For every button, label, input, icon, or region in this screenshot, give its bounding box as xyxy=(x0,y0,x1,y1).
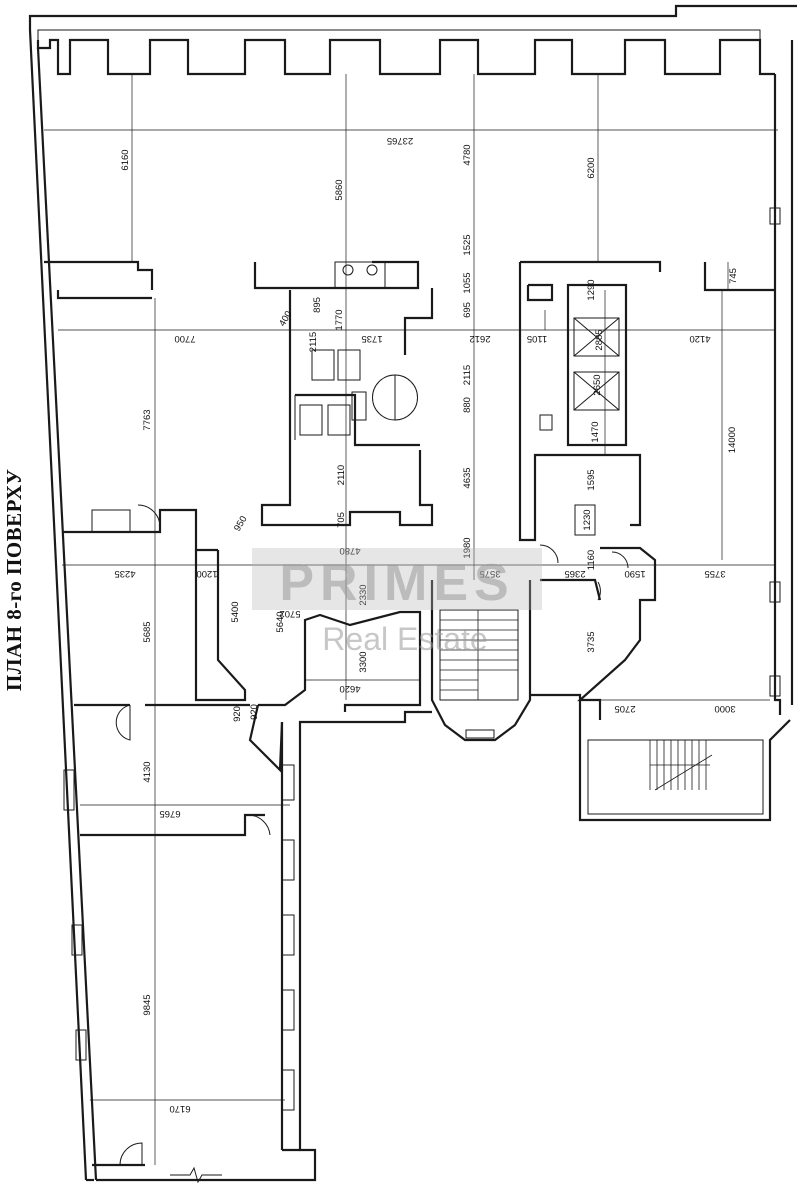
dim-1770: 1770 xyxy=(334,309,345,330)
dimension-lines xyxy=(44,74,778,1165)
dim-1525: 1525 xyxy=(462,234,473,255)
dim-2365: 2365 xyxy=(564,568,585,579)
dim-4120: 4120 xyxy=(689,333,710,344)
dim-6170: 6170 xyxy=(169,1103,190,1114)
dim-1470: 1470 xyxy=(590,421,601,442)
dim-1230: 1230 xyxy=(582,509,593,530)
dim-2330: 2330 xyxy=(358,584,369,605)
dim-3000: 3000 xyxy=(714,703,735,714)
dim-1735: 1735 xyxy=(361,333,382,344)
dim-920b: 920 xyxy=(249,704,260,720)
dim-400: 400 xyxy=(277,309,294,328)
dim-9845: 9845 xyxy=(142,994,153,1015)
dim-4620: 4620 xyxy=(339,683,360,694)
dim-14000: 14000 xyxy=(727,427,738,453)
dim-4780b: 4780 xyxy=(339,545,360,556)
watermark: PRIMES Real Estate xyxy=(252,548,542,657)
dim-3755: 3755 xyxy=(704,568,725,579)
right-stair-treads xyxy=(649,740,713,791)
interior-walls xyxy=(44,260,791,1166)
dim-880: 880 xyxy=(462,397,473,413)
dim-5702: 5702 xyxy=(279,608,300,619)
dim-705: 705 xyxy=(336,512,347,528)
dim-5400: 5400 xyxy=(230,601,241,622)
dim-1200: 1200 xyxy=(196,568,217,579)
dim-950: 950 xyxy=(232,514,249,533)
dim-2612: 2612 xyxy=(469,333,490,344)
dim-1290: 1290 xyxy=(586,279,597,300)
dim-1595: 1595 xyxy=(586,469,597,490)
dim-3735: 3735 xyxy=(586,631,597,652)
dim-2885: 2885 xyxy=(594,329,605,350)
dim-3575: 3575 xyxy=(479,568,500,579)
dim-5640: 5640 xyxy=(275,611,286,632)
dim-2115a: 2115 xyxy=(308,332,319,352)
dim-920a: 920 xyxy=(232,706,243,722)
central-stair-treads xyxy=(440,610,518,700)
dim-4235: 4235 xyxy=(114,568,135,579)
dim-895: 895 xyxy=(312,297,323,313)
dim-1105: 1105 xyxy=(527,333,547,344)
watermark-real-estate: Real Estate xyxy=(322,621,487,657)
dim-7700: 7700 xyxy=(174,333,195,344)
dim-6200: 6200 xyxy=(586,157,597,178)
dim-5685: 5685 xyxy=(142,621,153,642)
dim-6765: 6765 xyxy=(159,808,180,819)
dim-5860: 5860 xyxy=(334,179,345,200)
dim-2650: 2650 xyxy=(592,374,603,395)
dim-6160: 6160 xyxy=(120,149,131,170)
dim-3300: 3300 xyxy=(358,651,369,672)
dim-1160: 1160 xyxy=(586,550,597,570)
dim-4780: 4780 xyxy=(462,144,473,165)
dim-2115b: 2115 xyxy=(462,365,473,385)
outer-walls xyxy=(28,4,797,1184)
dim-2705: 2705 xyxy=(614,703,635,714)
dim-7763: 7763 xyxy=(142,409,153,430)
dim-1055: 1055 xyxy=(462,272,473,293)
watermark-primes: PRIMES xyxy=(279,554,514,612)
dim-1980: 1980 xyxy=(462,537,473,558)
dim-4635: 4635 xyxy=(462,467,473,488)
dim-2110: 2110 xyxy=(336,465,347,485)
dim-23765: 23765 xyxy=(387,135,413,146)
dim-745: 745 xyxy=(728,268,739,284)
dimension-labels: 23765 6160 5860 4780 6200 1525 1055 895 … xyxy=(114,135,739,1114)
dim-1590: 1590 xyxy=(624,568,645,579)
dim-4130: 4130 xyxy=(142,761,153,782)
dim-695: 695 xyxy=(462,302,473,318)
